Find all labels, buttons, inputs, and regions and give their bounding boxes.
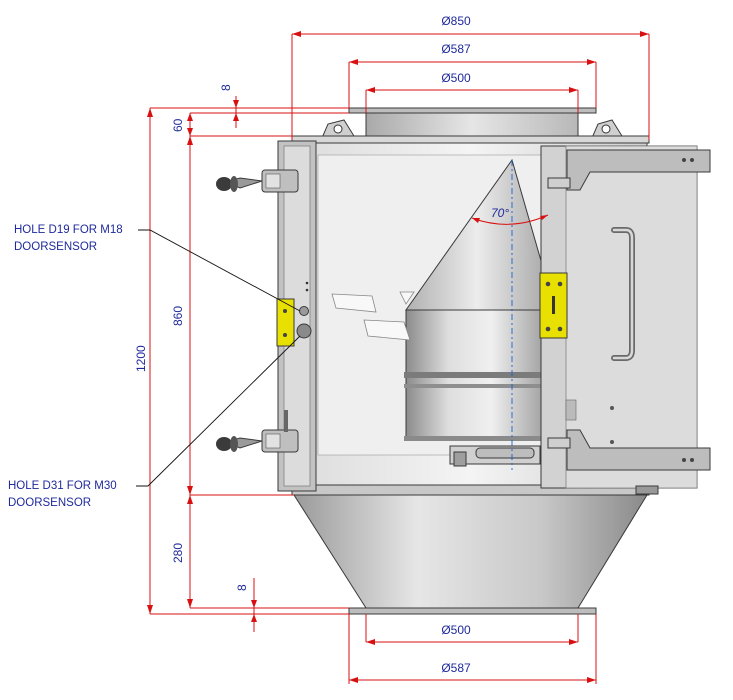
- dim-top-flange-diameter: Ø587: [348, 42, 597, 108]
- note-upper-sensor-line1: HOLE D19 FOR M18: [14, 224, 123, 236]
- top-inlet-diameter-label: Ø500: [441, 71, 471, 85]
- top-flange-thickness-label: 8: [219, 84, 233, 91]
- clamp-top: [216, 169, 299, 193]
- cone-angle-dimension: 70°: [471, 206, 549, 225]
- bottom-flange-diameter-label: Ø587: [441, 661, 471, 675]
- clamp-bottom: [216, 429, 299, 453]
- top-section-height-label: 60: [171, 118, 185, 132]
- note-upper-sensor: HOLE D19 FOR M18 DOORSENSOR: [14, 224, 301, 312]
- cone-angle-label: 70°: [491, 206, 509, 220]
- lifting-lug-left: [321, 119, 355, 139]
- note-upper-sensor-line2: DOORSENSOR: [14, 241, 97, 253]
- dim-total-height: 1200: [134, 108, 349, 615]
- dim-top-inlet-diameter: Ø500: [365, 71, 579, 113]
- lifting-lug-right: [591, 119, 623, 139]
- top-outer-diameter-label: Ø850: [441, 14, 471, 28]
- dim-hopper-height: 280: [171, 494, 349, 609]
- note-lower-sensor: HOLE D31 FOR M30 DOORSENSOR: [8, 335, 301, 509]
- bottom-flange-thickness-label: 8: [235, 584, 249, 591]
- machine-body: [216, 107, 711, 615]
- bottom-outlet-diameter-label: Ø500: [441, 623, 471, 637]
- total-height-label: 1200: [134, 345, 148, 372]
- top-flange-diameter-label: Ø587: [441, 42, 471, 56]
- sensor-hole-d31: [296, 323, 312, 339]
- sensor-hole-d19: [299, 306, 309, 316]
- dim-top-flange-thickness: 8: [150, 84, 349, 128]
- dim-top-section-height: 60: [171, 113, 292, 137]
- bottom-flange: [348, 607, 597, 615]
- door-height-label: 860: [171, 306, 185, 326]
- hopper: [293, 494, 648, 609]
- note-lower-sensor-line1: HOLE D31 FOR M30: [8, 480, 117, 492]
- top-inlet: [365, 112, 579, 140]
- dim-bottom-flange-diameter: Ø587: [348, 614, 597, 684]
- note-lower-sensor-line2: DOORSENSOR: [8, 497, 91, 509]
- top-flange: [348, 107, 597, 114]
- dim-bottom-outlet-diameter: Ø500: [365, 614, 579, 645]
- hopper-height-label: 280: [171, 543, 185, 563]
- dim-bottom-flange-thickness: 8: [235, 578, 257, 632]
- right-door: [540, 145, 711, 495]
- housing-top-plate: [291, 135, 650, 144]
- dim-top-outer-diameter: Ø850: [291, 14, 650, 140]
- sensor-plate-left: [276, 298, 295, 347]
- dim-door-height: 860: [171, 136, 193, 495]
